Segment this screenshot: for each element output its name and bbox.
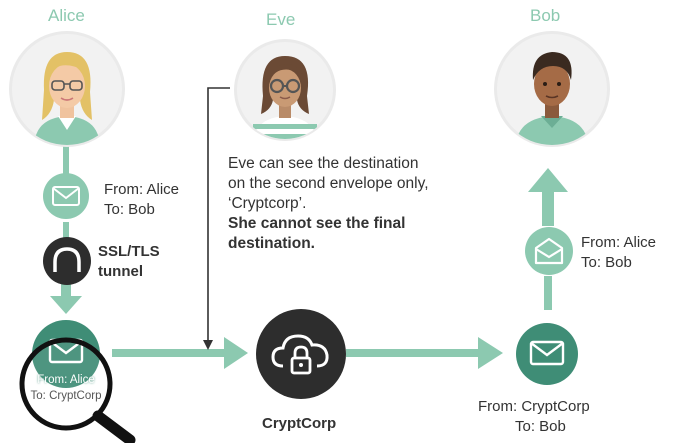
cryptcorp-label: CryptCorp (262, 415, 337, 432)
bob-outer-envelope-from: From: CryptCorp (478, 398, 590, 415)
bob-outer-envelope-icon (516, 323, 578, 385)
eve-note-bold-1: She cannot see the final (228, 215, 406, 232)
bob-opened-envelope-icon (525, 227, 573, 275)
eve-name: Eve (266, 10, 296, 29)
alice-connector (63, 145, 69, 175)
to-bob-env-head (478, 337, 503, 369)
down-arrow-shaft (61, 284, 71, 304)
to-cryptcorp-shaft (112, 349, 232, 357)
up-arrow-head (528, 168, 568, 192)
alice-envelope-icon (43, 173, 89, 219)
magnifier-icon (19, 337, 136, 443)
tunnel-label-1: SSL/TLS (98, 243, 160, 260)
bob-inner-envelope-from: From: Alice (581, 234, 657, 251)
cryptcorp-cloud-lock-icon (256, 309, 346, 399)
bob-inner-envelope-to: To: Bob (581, 254, 632, 271)
eve-note-line-3: ‘Cryptcorp’. (228, 195, 307, 212)
eve-note-line-1: Eve can see the destination (228, 155, 419, 172)
cryptcorp-envelope-from: From: Alice (37, 374, 95, 386)
tunnel-icon (43, 237, 91, 285)
to-cryptcorp-head (224, 337, 248, 369)
bob-name: Bob (530, 6, 561, 25)
eve-note-line-2: on the second envelope only, (228, 175, 429, 192)
bob-outer-envelope-to: To: Bob (515, 418, 566, 435)
down-arrow-head (50, 296, 82, 314)
eve-avatar (234, 39, 336, 141)
eve-note-bold-2: destination. (228, 235, 315, 252)
tunnel-label-2: tunnel (98, 263, 143, 280)
bob-avatar (494, 31, 610, 147)
eve-pointer-line (207, 87, 230, 342)
bob-connector (544, 276, 552, 310)
alice-name: Alice (48, 6, 85, 25)
eve-pointer-head (203, 340, 213, 350)
eve-note: Eve can see the destination on the secon… (228, 154, 429, 254)
alice-avatar (9, 31, 125, 147)
to-bob-env-shaft (346, 349, 486, 357)
alice-connector-2 (63, 222, 69, 240)
alice-envelope-to: To: Bob (104, 201, 155, 218)
cryptcorp-envelope-to: To: CryptCorp (30, 390, 102, 402)
alice-envelope-from: From: Alice (104, 181, 180, 198)
up-arrow-shaft (542, 186, 554, 226)
